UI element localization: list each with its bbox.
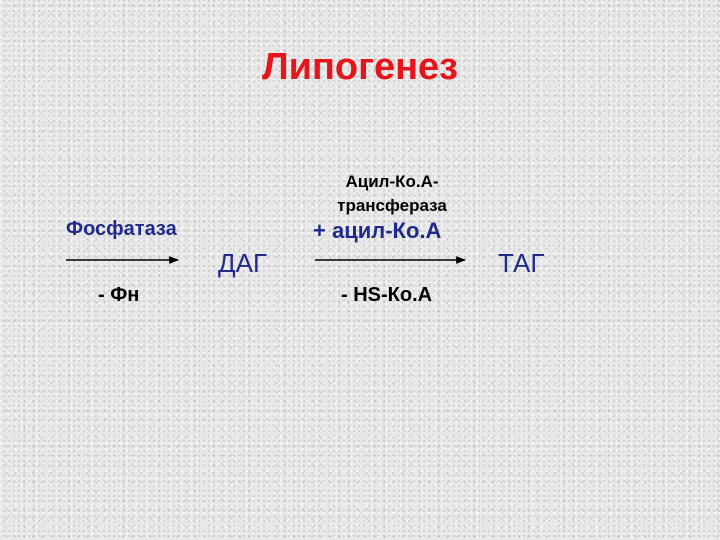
phosphate-removed-label: - Фн <box>98 284 140 306</box>
slide-title: Липогенез <box>261 46 459 88</box>
hs-coa-removed-label: - HS-Ко.А <box>341 284 433 306</box>
enzyme2-line1: Ацил-Ко.А- <box>345 172 439 191</box>
acyl-coa-added-label: + ацил-Ко.А <box>313 218 442 243</box>
dag-label: ДАГ <box>218 248 268 278</box>
tag-label: ТАГ <box>498 248 545 278</box>
acyl-coa-transferase-label: Ацил-Ко.А- трансфераза <box>322 170 462 218</box>
phosphatase-label: Фосфатаза <box>66 218 177 240</box>
enzyme2-line2: трансфераза <box>337 196 447 215</box>
